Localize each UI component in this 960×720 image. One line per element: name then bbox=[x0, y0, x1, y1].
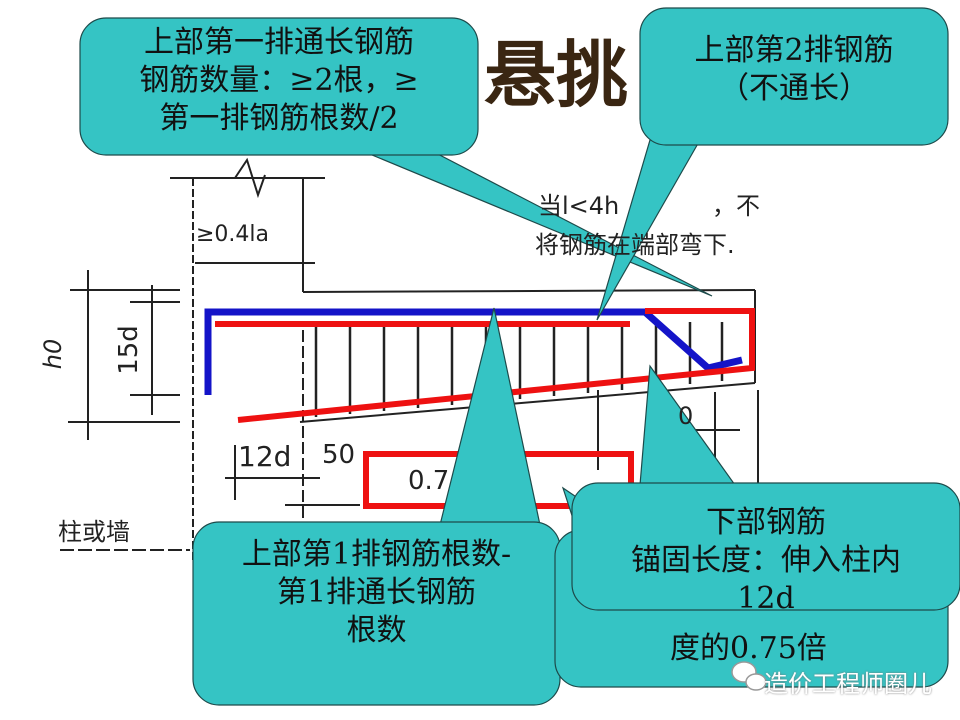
callout-line: 上部第1排钢筋根数- bbox=[241, 537, 512, 572]
callout-top-second-row bbox=[639, 7, 949, 146]
callout-line: （不通长） bbox=[719, 71, 869, 106]
callout-line: 根数 bbox=[346, 613, 407, 648]
label-right-dim: 0 bbox=[678, 402, 694, 430]
slide-title: 悬挑 bbox=[484, 33, 629, 117]
callout-top-second-row-text: 上部第2排钢筋 （不通长） bbox=[640, 32, 948, 108]
callout-shapes bbox=[79, 7, 960, 706]
callout-line: 上部第2排钢筋 bbox=[694, 33, 894, 68]
note-line1-end: ，不 bbox=[712, 192, 760, 220]
callout-bottom-bars bbox=[571, 482, 960, 611]
callout-bottom-bars-text: 下部钢筋 锚固长度：伸入柱内 12d bbox=[572, 504, 960, 618]
callout-hidden-text: 度的0.75倍 bbox=[670, 631, 827, 666]
callout-line: 上部第一排通长钢筋 bbox=[144, 25, 414, 60]
callout-line: 下部钢筋 bbox=[706, 505, 826, 540]
label-50: 50 bbox=[322, 440, 356, 470]
callout-line: 第一排钢筋根数/2 bbox=[159, 101, 399, 136]
callout-tail bbox=[439, 307, 541, 526]
label-12d: 12d bbox=[238, 440, 292, 473]
label-0-7: 0.7 bbox=[408, 466, 450, 496]
callout-line: 12d bbox=[737, 581, 795, 616]
callout-top-first-row bbox=[79, 17, 479, 156]
label-column-or-wall: 柱或墙 bbox=[58, 518, 130, 546]
wechat-icon bbox=[731, 661, 767, 691]
note-line1: 当l<4h bbox=[538, 192, 620, 220]
callout-top-first-row-count-text: 上部第1排钢筋根数- 第1排通长钢筋 根数 bbox=[193, 536, 560, 650]
callout-line: 锚固长度：伸入柱内 bbox=[631, 543, 901, 578]
callout-top-first-row-text: 上部第一排通长钢筋 钢筋数量：≥2根，≥ 第一排钢筋根数/2 bbox=[80, 24, 478, 138]
label-h0: h0 bbox=[39, 338, 68, 370]
label-15d: 15d bbox=[113, 325, 144, 375]
note-line2: 将钢筋在端部弯下. bbox=[535, 231, 735, 259]
callout-line: 钢筋数量：≥2根，≥ bbox=[139, 63, 419, 98]
watermark-text: 造价工程师圈儿 bbox=[764, 670, 932, 698]
label-anchor-min: ≥0.4la bbox=[196, 222, 270, 247]
callout-line: 第1排通长钢筋 bbox=[276, 575, 477, 610]
